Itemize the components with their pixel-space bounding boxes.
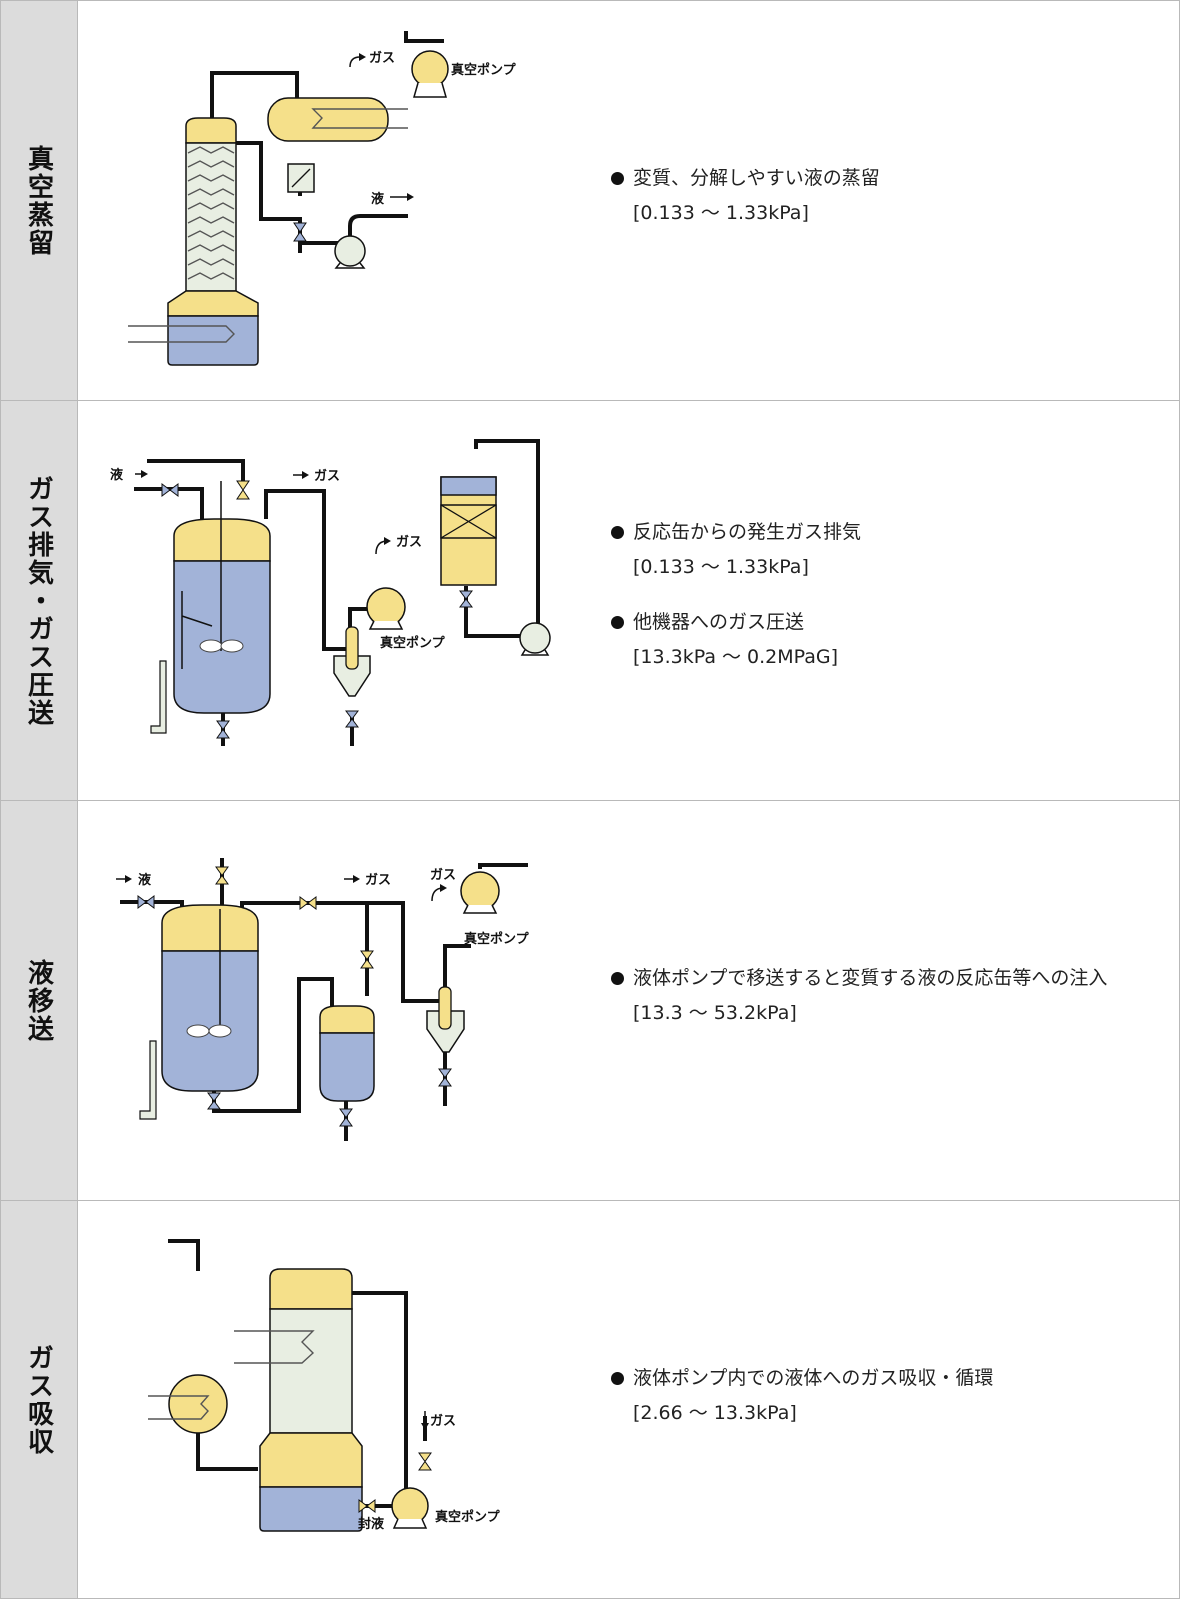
gas-label: ガス [396,535,422,550]
pressure-range: [0.133 〜 1.33kPa] [633,202,809,224]
gas-absorption-diagram: ガス 封液 真空ポンプ [148,1239,501,1532]
row-label: 液移送 [1,801,78,1200]
pump-label: 真空ポンプ [380,635,446,651]
row-label-text: 液移送 [23,958,54,1043]
row-label-text: 真空蒸留 [23,144,54,257]
row-liquid-transfer: 液移送 [1,801,1179,1201]
bullet-text: 反応缶からの発生ガス排気 [611,515,861,550]
row-description: 液体ポンプで移送すると変質する液の反応缶等への注入 [13.3 〜 53.2kP… [611,961,1107,1031]
gas-label: ガス [314,469,340,484]
reboiler-liquid [167,315,259,366]
gas-label: ガス [365,873,391,888]
pump-label: 真空ポンプ [464,931,530,947]
condenser [267,97,389,142]
column-top [185,117,237,144]
row-label-text: ガス排気・ガス圧送 [23,474,54,727]
reactor-liquid [161,950,259,1092]
pressure-range: [0.133 〜 1.33kPa] [633,556,809,578]
reactor-liquid [173,560,271,714]
row-label-text: ガス吸収 [23,1343,54,1456]
liquid-label: 液 [110,467,123,483]
liquid-label: 液 [371,191,384,207]
vacuum-distillation-diagram: ガス 真空ポンプ 液 [128,31,517,366]
liquid-transfer-diagram: 液 ガス ガス 真空ポンプ [116,858,530,1141]
row-vacuum-distillation: 真空蒸留 [1,1,1179,401]
column-top [269,1268,353,1310]
row-description: 反応缶からの発生ガス排気 [0.133 〜 1.33kPa] 他機器へのガス圧送… [611,515,861,675]
bullet-text: 液体ポンプで移送すると変質する液の反応缶等への注入 [611,961,1107,996]
liquid-label: 液 [138,872,151,888]
gas-label: ガス [430,1414,456,1429]
pressure-range: [2.66 〜 13.3kPa] [633,1402,797,1424]
bullet-text: 変質、分解しやすい液の蒸留 [611,161,880,196]
pressure-range: [13.3 〜 53.2kPa] [633,1002,797,1024]
packing [185,142,237,292]
row-label: 真空蒸留 [1,1,78,400]
gas-label: ガス [430,868,456,883]
gas-exhaust-diagram: 液 ガス ガス 真空ポンプ [110,439,551,746]
row-gas-exhaust: ガス排気・ガス圧送 [1,401,1179,801]
bullet-text: 液体ポンプ内での液体へのガス吸収・循環 [611,1361,993,1396]
reactor-top [173,518,271,562]
row-gas-absorption: ガス吸収 ガス [1,1201,1179,1598]
pump-label: 真空ポンプ [451,62,517,78]
seal-liquid-label: 封液 [358,1516,384,1532]
reboiler-top [167,290,259,317]
row-label: ガス吸収 [1,1201,78,1598]
row-description: 変質、分解しやすい液の蒸留 [0.133 〜 1.33kPa] [611,161,880,231]
gas-label: ガス [369,51,395,66]
pressure-range: [13.3kPa 〜 0.2MPaG] [633,646,839,668]
row-label: ガス排気・ガス圧送 [1,401,78,800]
pump-label: 真空ポンプ [435,1509,501,1525]
row-description: 液体ポンプ内での液体へのガス吸収・循環 [2.66 〜 13.3kPa] [611,1361,993,1431]
bullet-text: 他機器へのガス圧送 [611,605,861,640]
reactor-top [161,904,259,952]
